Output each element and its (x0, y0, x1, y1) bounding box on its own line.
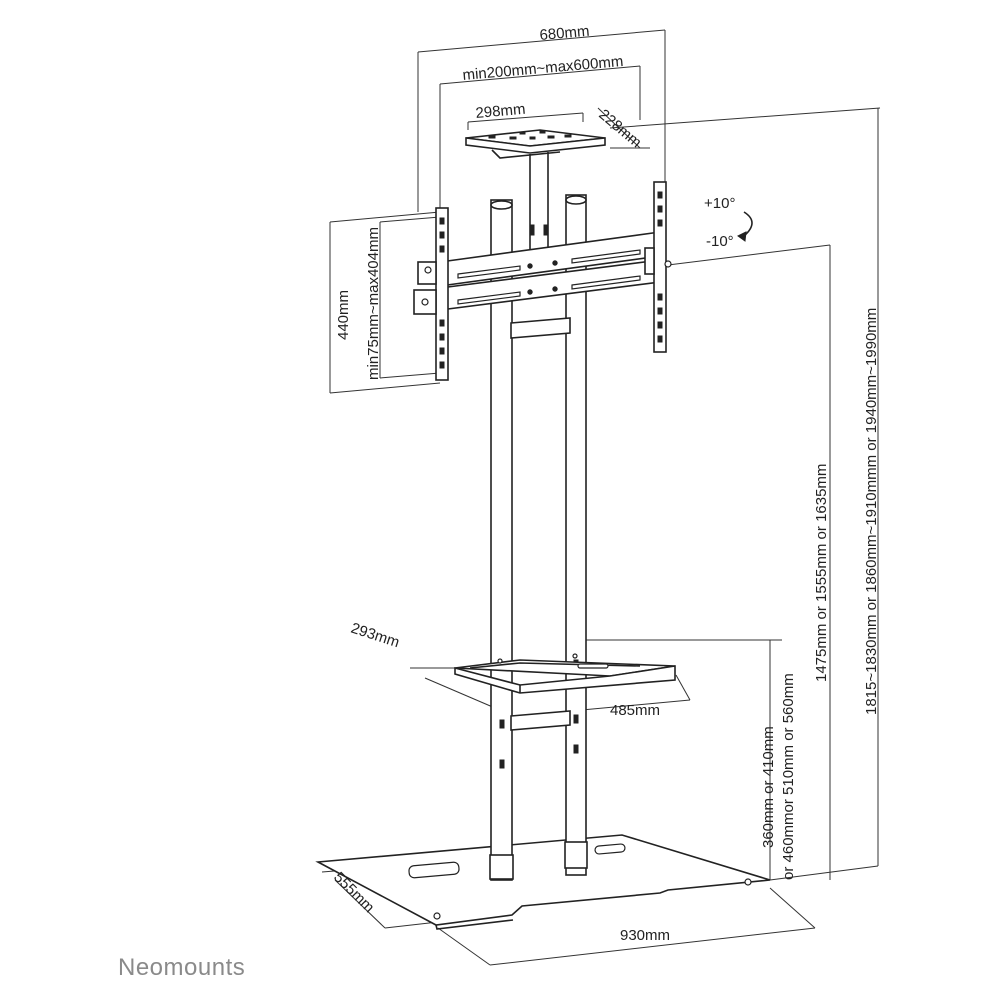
total-height-label: 1815~1830mm or 1860mm~1910mmm or 1940mm~… (863, 308, 880, 715)
top-shelf (465, 129, 606, 250)
cross-bars (510, 317, 571, 731)
vesa-height-label: min75mm~max404mm (365, 227, 382, 380)
middle-shelf-depth-label: 293mm (349, 620, 402, 652)
base-plate (315, 834, 771, 930)
overall-width-label: 680mm (539, 23, 590, 44)
tv-bracket (413, 181, 672, 381)
mount-height-label: 1475mm or 1555mm or 1635mm (813, 464, 830, 682)
vesa-width-label: min200mm~max600mm (462, 53, 624, 84)
dimension-labels: 680mm min200mm~max600mm 298mm 228mm +10°… (330, 23, 880, 944)
stand-drawing (315, 129, 771, 930)
right-arm-holes (657, 191, 663, 343)
shelf-height-label-2: or 460mmor 510mm or 560mm (780, 673, 797, 880)
base-width-label: 930mm (620, 927, 670, 944)
left-arm-holes (439, 217, 445, 369)
middle-shelf-width-label: 485mm (610, 702, 660, 719)
middle-shelf (454, 653, 676, 694)
shelf-holes (488, 130, 572, 140)
posts (489, 194, 588, 881)
brand-logo: Neomounts (118, 954, 245, 981)
bracket-height-label: 440mm (335, 290, 352, 340)
top-shelf-width-label: 298mm (475, 101, 526, 122)
tilt-down-label: -10° (706, 233, 734, 250)
tilt-up-label: +10° (704, 195, 735, 212)
curved-arrow-icon (737, 211, 753, 242)
dimension-lines (321, 29, 881, 966)
shelf-height-label-1: 360mm or 410mm (760, 726, 777, 848)
